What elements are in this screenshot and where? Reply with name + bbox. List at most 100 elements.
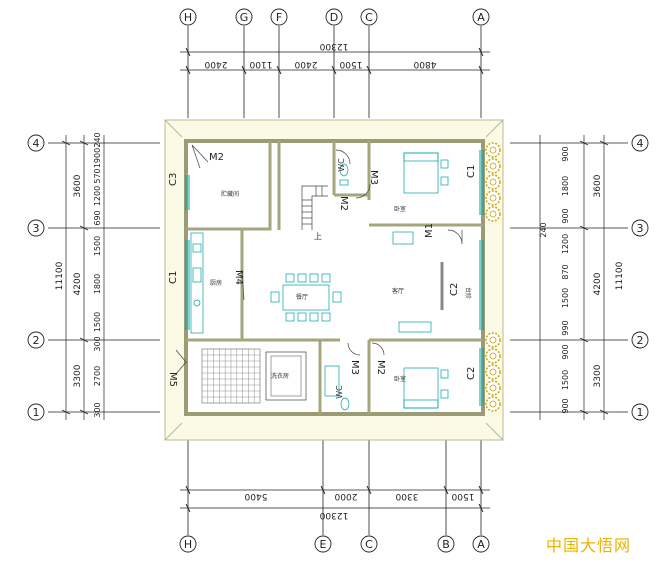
living-furniture	[392, 231, 444, 333]
tree-icon-core	[489, 384, 497, 392]
room-label-dining: 餐厅	[296, 293, 308, 301]
dim-right-total: 11100	[615, 261, 625, 290]
dim-right-group: 4200	[593, 272, 603, 295]
dimension-lines	[65, 51, 605, 509]
dim-right-detail: 1200	[561, 234, 570, 254]
tree-icon-core	[489, 368, 497, 376]
tree-icon	[485, 396, 501, 412]
dim-right-detail: 900	[561, 344, 570, 359]
door-tag: M5	[167, 372, 178, 387]
tree-icon-core	[489, 194, 497, 202]
tree-icon	[485, 348, 501, 364]
stair-up-label: 上	[314, 232, 322, 241]
dim-left-detail: 2700	[93, 366, 102, 386]
dim-left-detail: 1800	[93, 274, 102, 294]
garden-trees	[485, 142, 501, 412]
dining-table	[270, 273, 342, 322]
door-tag: M3	[349, 360, 360, 375]
axis-label-top: A	[477, 11, 485, 24]
laundry-grid	[201, 348, 307, 404]
room-label-balcony: 台阶	[464, 287, 472, 299]
door-tag: M4	[233, 270, 244, 285]
dim-left-detail: 240	[93, 132, 102, 147]
dim-left-detail: 300	[93, 336, 102, 351]
dim-top-seg: 4800	[413, 59, 436, 69]
tree-icon-core	[489, 352, 497, 360]
stair	[301, 185, 328, 230]
room-label-bedroom-top: 卧室	[394, 205, 406, 213]
dim-bottom-total: 12300	[319, 510, 348, 520]
dim-bottom-seg: 2000	[334, 491, 357, 501]
wc-fixtures	[324, 163, 350, 411]
room-label-kitchen: 厨房	[210, 279, 222, 287]
door-tag: M2	[209, 152, 224, 163]
dim-top-seg: 2400	[204, 59, 227, 69]
axis-label-left: 2	[33, 334, 40, 347]
tree-icon-core	[489, 400, 497, 408]
axis-label-bottom: A	[477, 538, 485, 551]
dim-top-total: 12300	[319, 41, 348, 51]
axis-label-top: D	[330, 11, 338, 24]
room-label-storage: 贮藏间	[221, 190, 239, 198]
dim-right-detail: 870	[561, 264, 570, 279]
axis-label-right: 2	[637, 334, 644, 347]
dim-left-total: 11100	[55, 261, 65, 290]
dim-left-detail: 1500	[93, 312, 102, 332]
dim-left-detail: 690	[93, 210, 102, 225]
window-tag: C2	[466, 367, 477, 380]
dim-top-seg: 1100	[249, 59, 272, 69]
door-tag: M2	[338, 196, 349, 211]
kitchen-counter	[190, 232, 204, 334]
tree-icon-core	[489, 178, 497, 186]
door-tag: M3	[368, 170, 379, 185]
tree-icon	[485, 206, 501, 222]
bed-bottom	[403, 367, 449, 409]
dim-bottom-seg: 5400	[244, 491, 267, 501]
dim-left-detail: 300	[93, 402, 102, 417]
dim-left-group: 3600	[73, 174, 83, 197]
door-swings	[175, 144, 463, 375]
tree-icon	[485, 158, 501, 174]
tree-icon-core	[489, 336, 497, 344]
tree-icon-core	[489, 146, 497, 154]
axis-label-top: G	[240, 11, 249, 24]
axis-bubbles	[27, 8, 649, 553]
wc-label-bottom: WC	[335, 385, 344, 399]
bed-top	[403, 152, 449, 194]
dim-right-detail: 1800	[561, 176, 570, 196]
wc-label-top: WC	[337, 158, 346, 172]
door-tag: M1	[424, 223, 435, 238]
tree-icon	[485, 332, 501, 348]
tree-icon-core	[489, 162, 497, 170]
dim-bottom-seg: 3300	[395, 491, 418, 501]
dim-left-group: 4200	[73, 272, 83, 295]
dim-right-detail: 900	[561, 146, 570, 161]
dim-top-seg: 2400	[294, 59, 317, 69]
dim-left-detail: 1200	[93, 186, 102, 206]
axis-label-bottom: H	[184, 538, 192, 551]
dim-right-detail: 900	[561, 208, 570, 223]
dim-left-detail: 1500	[93, 236, 102, 256]
dim-top-seg: 1500	[339, 59, 362, 69]
room-label-bedroom-bottom: 卧室	[394, 375, 406, 383]
tree-icon	[485, 142, 501, 158]
axis-label-top: C	[365, 11, 373, 24]
dim-left-group: 3300	[73, 364, 83, 387]
tree-icon	[485, 190, 501, 206]
axis-label-right: 4	[637, 137, 644, 150]
room-label-laundry: 洗衣房	[271, 372, 289, 380]
dim-right-group: 3300	[593, 364, 603, 387]
dim-right-detail: 900	[561, 398, 570, 413]
dim-bottom-seg: 1500	[451, 491, 474, 501]
tree-icon	[485, 364, 501, 380]
axis-label-top: H	[184, 11, 192, 24]
site-watermark: 中国大悟网	[546, 536, 632, 555]
dimension-ticks	[61, 47, 609, 513]
axis-label-left: 1	[33, 406, 40, 419]
tree-icon	[485, 174, 501, 190]
dim-right-detail: 240	[539, 222, 548, 237]
dim-right-detail: 1500	[561, 288, 570, 308]
door-tag: M2	[375, 360, 386, 375]
window-tag: C2	[449, 283, 460, 296]
